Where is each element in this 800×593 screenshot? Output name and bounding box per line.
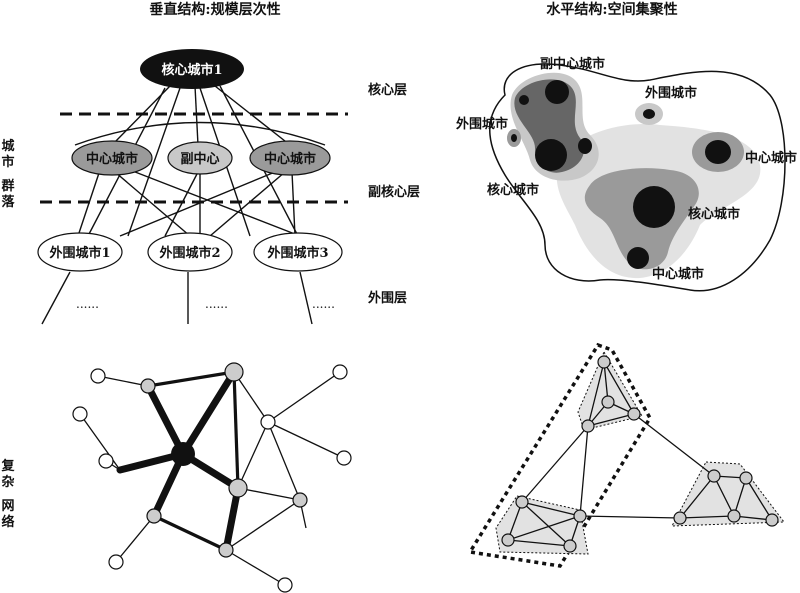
outer-city-1-node xyxy=(37,232,123,272)
outer-city-3-node xyxy=(253,232,343,272)
sub-center-node xyxy=(167,141,233,175)
sub-center-core xyxy=(545,80,569,104)
large-community-boundary xyxy=(467,342,653,568)
community-node xyxy=(627,407,641,421)
hierarchy-links xyxy=(41,85,326,325)
network-node xyxy=(218,542,234,558)
core-city-right-dot xyxy=(633,186,675,228)
community-node xyxy=(563,539,577,553)
network-leaf-node xyxy=(277,577,293,593)
dots-1: ...... xyxy=(76,297,99,311)
community-node xyxy=(597,355,611,369)
network-node xyxy=(292,492,308,508)
small-core-1 xyxy=(519,95,529,105)
dots-2: ...... xyxy=(205,297,228,311)
center-city-right-dot xyxy=(705,140,731,164)
community-node xyxy=(501,533,515,547)
center-city-right-label: 中心城市 xyxy=(264,151,316,167)
hub-node xyxy=(171,442,195,466)
core-city-left-label: 核心城市 xyxy=(487,182,539,198)
outer-city-2-label: 外围城市2 xyxy=(158,245,220,261)
network-node xyxy=(140,378,156,394)
network-leaf-node xyxy=(108,554,124,570)
core-city-node xyxy=(140,49,244,89)
outer-city-left-label: 外围城市 xyxy=(455,116,508,132)
svg-text:市: 市 xyxy=(1,154,14,170)
complex-network xyxy=(72,362,352,593)
right-community-area xyxy=(671,461,785,527)
svg-text:群: 群 xyxy=(1,178,14,194)
svg-text:络: 络 xyxy=(1,514,14,530)
community-node xyxy=(673,511,687,525)
core-city-left-dot xyxy=(535,139,567,171)
small-core-2 xyxy=(578,138,592,154)
community-node xyxy=(573,509,587,523)
outer-city-top-label: 外围城市 xyxy=(644,85,697,101)
network-leaf-node xyxy=(332,364,348,380)
community-node xyxy=(739,471,753,485)
outer-city-1-label: 外围城市1 xyxy=(48,245,110,261)
cluster-map: 副中心城市 外围城市 外围城市 中心城市 核心城市 核心城市 中心城市 xyxy=(455,56,797,292)
svg-text:落: 落 xyxy=(1,194,15,210)
center-city-right-label: 中心城市 xyxy=(745,150,797,166)
network-leaf-node xyxy=(90,368,106,384)
network-medium-edges xyxy=(147,370,240,552)
core-city-right-label: 核心城市 xyxy=(688,206,740,222)
network-leaf-node xyxy=(336,450,352,466)
network-leaf-node xyxy=(98,453,114,469)
outer-city-3-label: 外围城市3 xyxy=(266,245,328,261)
horizontal-structure-title: 水平结构:空间集聚性 xyxy=(546,1,677,18)
center-city-bottom-label: 中心城市 xyxy=(652,266,704,282)
network-leaf-node xyxy=(260,414,276,430)
center-city-right-node xyxy=(249,140,331,176)
center-city-left-label: 中心城市 xyxy=(86,151,138,167)
network-node xyxy=(146,508,162,524)
svg-text:复: 复 xyxy=(0,458,15,474)
row-label-complex-network: 复 杂 网 络 xyxy=(0,458,15,530)
layer-core-label: 核心层 xyxy=(368,82,407,98)
community-network xyxy=(467,342,785,568)
community-node xyxy=(765,513,779,527)
network-node xyxy=(224,362,244,382)
network-node xyxy=(228,478,248,498)
community-node xyxy=(515,495,529,509)
svg-text:网: 网 xyxy=(1,499,14,514)
hierarchy-diagram: 核心城市1 中心城市 副中心 中心城市 外围城市1 外围城市2 外围城市3 ..… xyxy=(37,49,420,325)
center-city-left-node xyxy=(71,140,153,176)
community-node xyxy=(707,469,721,483)
community-node xyxy=(581,419,595,433)
dots-3: ...... xyxy=(312,297,335,311)
left-outer-dot xyxy=(511,134,517,142)
layer-outer-label: 外围层 xyxy=(367,290,407,306)
network-leaf-node xyxy=(72,406,88,422)
top-cluster-dark xyxy=(514,79,584,173)
sub-center-label: 副中心 xyxy=(180,151,219,167)
outer-city-dot xyxy=(643,109,655,119)
core-city-label: 核心城市1 xyxy=(161,62,222,78)
layer-sub-label: 副核心层 xyxy=(368,184,420,200)
svg-text:城: 城 xyxy=(1,138,14,154)
vertical-structure-title: 垂直结构:规模层次性 xyxy=(149,1,280,18)
community-node xyxy=(727,509,741,523)
svg-text:杂: 杂 xyxy=(1,474,14,490)
row-label-city-community: 城 市 群 落 xyxy=(1,138,15,210)
community-node xyxy=(601,395,615,409)
center-city-bottom-dot xyxy=(627,247,649,269)
outer-city-2-node xyxy=(147,232,233,272)
sub-center-city-label: 副中心城市 xyxy=(540,56,605,72)
